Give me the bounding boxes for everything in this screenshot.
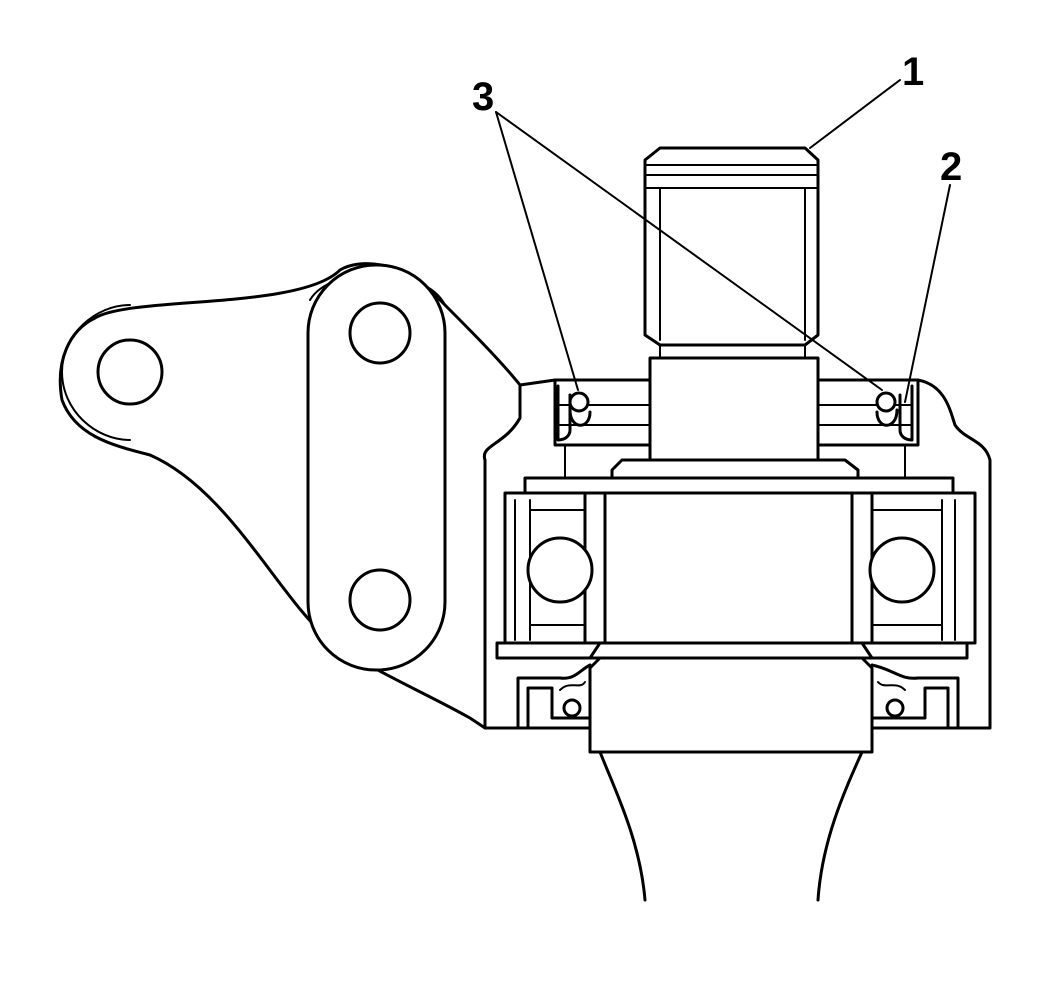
lower-seal [516,663,960,730]
axle-shaft-top [643,146,820,462]
arm-mount-hole [96,338,164,406]
ring-end-left [568,391,590,413]
axle-shaft-lower [588,656,874,902]
leader-line-1 [809,79,901,149]
knuckle-arm [58,262,522,730]
link-plate [306,263,447,672]
leader-line-3b [495,111,883,391]
callout-1: 1 [902,50,924,94]
bearing-ball-right [868,536,936,604]
leader-line-3a [495,111,579,391]
lower-plate-hole [348,568,412,632]
ring-end-right [875,391,897,413]
hub-bearing [495,458,977,660]
leader-lines [495,79,951,403]
upper-plate-hole [348,301,412,365]
callout-2: 2 [940,145,962,189]
callout-3: 3 [472,75,494,119]
bearing-ball-left [526,536,594,604]
retaining-ring-assembly [553,378,920,479]
leader-line-2 [904,184,951,403]
